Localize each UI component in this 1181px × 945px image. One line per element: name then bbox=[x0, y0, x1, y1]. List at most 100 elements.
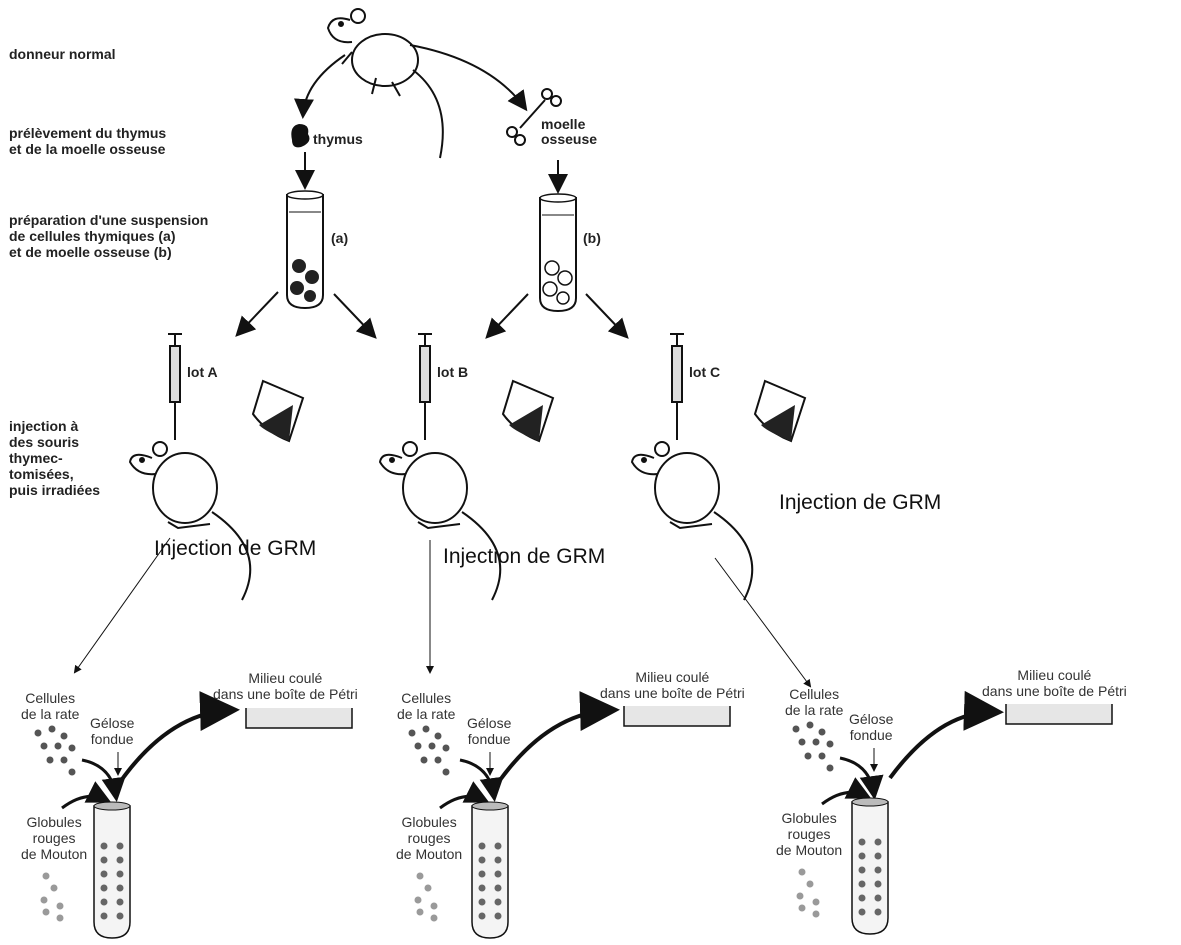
label-petri-c-line-2: dans une boîte de Pétri bbox=[982, 683, 1127, 699]
label-spleen-a-line-1: Cellules bbox=[25, 690, 76, 706]
syringe-lot-b-icon bbox=[418, 333, 432, 440]
label-spleen-a-line-2: de la rate bbox=[21, 706, 80, 722]
label-donor: donneur normal bbox=[9, 46, 116, 62]
label-agar-a-line-1: Gélose bbox=[90, 715, 135, 731]
label-inject-line-2: des souris bbox=[9, 434, 80, 450]
recipient-mouse-lot-a-icon bbox=[128, 441, 252, 601]
label-prep-line-2: de cellules thymiques (a) bbox=[9, 228, 176, 244]
label-rbc-a-line-1: Globules bbox=[26, 814, 82, 830]
label-prep-line-1: préparation d'une suspension bbox=[9, 212, 209, 228]
label-injection: injection à des souris thymec- tomisées,… bbox=[9, 418, 100, 498]
label-spleen-b: Cellules de la rate bbox=[397, 690, 455, 722]
arrow-donor-to-thymus bbox=[293, 54, 346, 119]
thymus-icon bbox=[291, 124, 310, 148]
label-petri-a: Milieu coulé dans une boîte de Pétri bbox=[213, 670, 358, 702]
label-rbc-c-line-3: de Mouton bbox=[776, 842, 843, 858]
petri-dish-c-icon bbox=[1005, 704, 1113, 725]
syringe-lot-a-icon bbox=[168, 333, 182, 440]
label-tube-a: (a) bbox=[331, 230, 349, 246]
label-agar-a: Gélose fondue bbox=[90, 715, 134, 747]
arrow-b-to-lot-c bbox=[585, 293, 629, 339]
tube-cells-b bbox=[478, 842, 502, 920]
label-harvest: prélèvement du thymus et de la moelle os… bbox=[9, 125, 166, 157]
label-marrow: moelle osseuse bbox=[541, 117, 597, 147]
label-lot-c: lot C bbox=[689, 364, 721, 380]
label-petri-b-line-2: dans une boîte de Pétri bbox=[600, 685, 745, 701]
label-lot-b: lot B bbox=[437, 364, 469, 380]
label-spleen-c-line-1: Cellules bbox=[789, 686, 840, 702]
petri-dish-b-icon bbox=[623, 706, 731, 727]
label-rbc-a-line-3: de Mouton bbox=[21, 846, 88, 862]
label-grm-lot-a: Injection de GRM bbox=[154, 537, 317, 560]
spleen-cells-b bbox=[408, 725, 450, 776]
label-grm-lot-c: Injection de GRM bbox=[779, 491, 942, 514]
test-tube-a-icon bbox=[93, 805, 131, 939]
arrow-donor-to-marrow bbox=[409, 44, 528, 112]
label-spleen-b-line-1: Cellules bbox=[401, 690, 452, 706]
label-petri-c-line-1: Milieu coulé bbox=[1017, 667, 1092, 683]
label-marrow-line-2: osseuse bbox=[541, 131, 598, 147]
label-rbc-c-line-2: rouges bbox=[787, 826, 831, 842]
spleen-cells-c bbox=[792, 721, 834, 772]
label-inject-line-1: injection à bbox=[9, 418, 79, 434]
label-petri-c: Milieu coulé dans une boîte de Pétri bbox=[982, 667, 1127, 699]
assay-lot-b bbox=[408, 691, 731, 939]
label-thymus: thymus bbox=[313, 131, 363, 147]
tube-cells-a bbox=[100, 842, 124, 920]
label-inject-line-4: tomisées, bbox=[9, 466, 74, 482]
tube-cells-c bbox=[858, 838, 882, 916]
tube-thymic-cells bbox=[286, 190, 324, 310]
label-harvest-line-2: et de la moelle osseuse bbox=[9, 141, 166, 157]
label-rbc-a-line-2: rouges bbox=[32, 830, 76, 846]
assay-lot-a bbox=[34, 691, 353, 939]
label-prep-line-3: et de moelle osseuse (b) bbox=[9, 244, 172, 260]
label-spleen-c: Cellules de la rate bbox=[785, 686, 843, 718]
bone-icon bbox=[506, 88, 562, 146]
label-agar-b-line-2: fondue bbox=[467, 731, 511, 747]
label-rbc-b-line-2: rouges bbox=[407, 830, 451, 846]
irradiation-cup-lot-c-icon bbox=[753, 379, 807, 443]
label-rbc-b-line-1: Globules bbox=[401, 814, 457, 830]
label-spleen-b-line-2: de la rate bbox=[397, 706, 456, 722]
sheep-rbc-c bbox=[796, 868, 820, 918]
label-grm-lot-b: Injection de GRM bbox=[443, 545, 606, 568]
label-sheep-rbc-a: Globules rouges de Mouton bbox=[21, 814, 87, 862]
label-agar-b: Gélose fondue bbox=[467, 715, 511, 747]
irradiation-cup-lot-a-icon bbox=[251, 379, 305, 443]
label-petri-a-line-1: Milieu coulé bbox=[248, 670, 323, 686]
donor-mouse-icon bbox=[326, 8, 444, 159]
spleen-cells-a bbox=[34, 725, 76, 776]
assay-lot-c bbox=[792, 690, 1113, 935]
label-petri-a-line-2: dans une boîte de Pétri bbox=[213, 686, 358, 702]
label-inject-line-5: puis irradiées bbox=[9, 482, 101, 498]
petri-dish-a-icon bbox=[245, 708, 353, 729]
label-marrow-line-1: moelle bbox=[541, 116, 586, 132]
label-agar-c-line-1: Gélose bbox=[849, 711, 894, 727]
label-petri-b-line-1: Milieu coulé bbox=[635, 669, 710, 685]
recipient-mouse-lot-b-icon bbox=[378, 441, 502, 601]
tube-marrow-cells bbox=[539, 193, 577, 313]
label-inject-line-3: thymec- bbox=[9, 450, 63, 466]
recipient-mouse-lot-c-icon bbox=[630, 441, 754, 601]
label-agar-c: Gélose fondue bbox=[849, 711, 893, 743]
label-preparation: préparation d'une suspension de cellules… bbox=[9, 212, 208, 260]
label-rbc-b-line-3: de Mouton bbox=[396, 846, 463, 862]
label-spleen-a: Cellules de la rate bbox=[21, 690, 79, 722]
label-tube-b: (b) bbox=[583, 230, 601, 246]
arrow-b-to-lot-b bbox=[485, 293, 529, 339]
label-spleen-c-line-2: de la rate bbox=[785, 702, 844, 718]
irradiation-cup-lot-b-icon bbox=[501, 379, 555, 443]
label-agar-c-line-2: fondue bbox=[849, 727, 893, 743]
label-harvest-line-1: prélèvement du thymus bbox=[9, 125, 167, 141]
sheep-rbc-a bbox=[40, 872, 64, 922]
arrow-mouse-c-to-assay bbox=[714, 557, 812, 688]
label-sheep-rbc-b: Globules rouges de Mouton bbox=[396, 814, 462, 862]
test-tube-c-icon bbox=[851, 801, 889, 935]
label-petri-b: Milieu coulé dans une boîte de Pétri bbox=[600, 669, 745, 701]
syringe-lot-c-icon bbox=[670, 333, 684, 440]
label-agar-a-line-2: fondue bbox=[90, 731, 134, 747]
label-agar-b-line-1: Gélose bbox=[467, 715, 512, 731]
arrow-a-to-lot-b bbox=[333, 293, 377, 339]
